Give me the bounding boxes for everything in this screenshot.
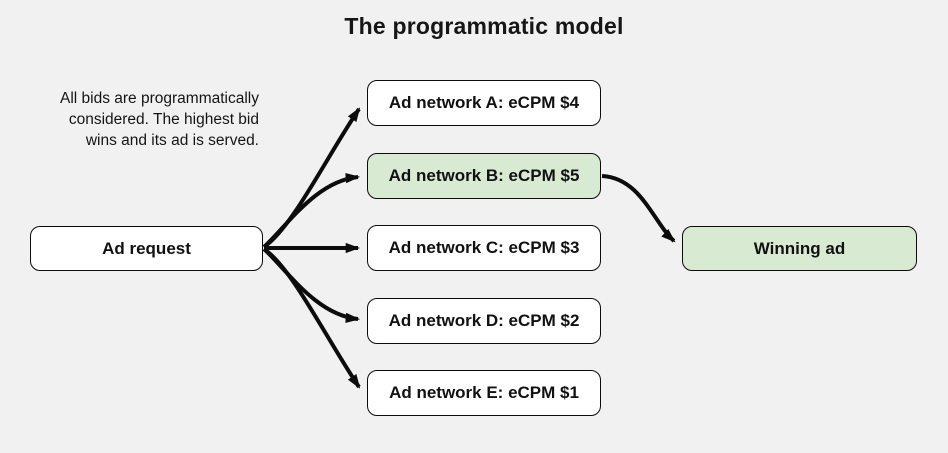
description-line-1: All bids are programmatically xyxy=(60,90,259,107)
ad-network-c-label: Ad network C: eCPM $3 xyxy=(388,238,580,257)
arrow-network-b-to-winning-ad xyxy=(601,174,676,243)
ad-network-c-box: Ad network C: eCPM $3 xyxy=(367,225,601,271)
description-line-3: wins and its ad is served. xyxy=(85,132,259,149)
ad-network-e-box: Ad network E: eCPM $1 xyxy=(367,370,601,416)
arrow-request-to-network-a xyxy=(262,107,361,249)
ad-network-b-label: Ad network B: eCPM $5 xyxy=(388,166,580,185)
winning-ad-box: Winning ad xyxy=(682,226,917,271)
arrow-request-to-network-d xyxy=(262,247,361,323)
ad-network-a-label: Ad network A: eCPM $4 xyxy=(388,93,580,112)
ad-network-a-box: Ad network A: eCPM $4 xyxy=(367,80,601,126)
description-line-2: considered. The highest bid xyxy=(68,111,259,128)
arrow-request-to-network-e xyxy=(262,247,361,389)
description-text: All bids are programmatically considered… xyxy=(10,88,259,151)
ad-network-d-label: Ad network D: eCPM $2 xyxy=(388,311,580,330)
ad-network-d-box: Ad network D: eCPM $2 xyxy=(367,298,601,344)
winning-ad-label: Winning ad xyxy=(753,238,846,258)
ad-network-e-label: Ad network E: eCPM $1 xyxy=(389,383,579,402)
ad-network-b-box: Ad network B: eCPM $5 xyxy=(367,153,601,199)
ad-request-label: Ad request xyxy=(102,238,191,258)
diagram-title: The programmatic model xyxy=(344,13,624,39)
ad-request-box: Ad request xyxy=(30,226,263,271)
arrow-request-to-network-b xyxy=(262,173,361,249)
